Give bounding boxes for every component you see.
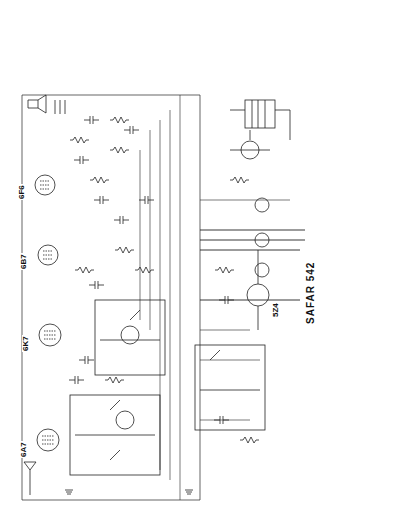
resistor-symbol [75,267,94,273]
resistor-symbol [70,137,89,143]
tube-label: 5Z4 [272,302,280,318]
resistor-symbol [215,267,234,273]
resistor-symbol [110,117,129,123]
resistor-symbol [240,437,259,443]
model-label: SAFAR 542 [306,261,316,325]
resistor-symbol [105,377,124,383]
capacitor-symbol [94,196,109,204]
resistor-symbol [115,247,134,253]
tube-label: 6K7 [22,335,30,352]
capacitor-symbol [79,356,94,364]
capacitor-symbol [139,196,154,204]
capacitor-symbol [219,296,234,304]
tube-label: 6A7 [20,441,28,458]
tube-label: 6F6 [18,184,26,200]
tube-label: 6B7 [20,253,28,270]
capacitor-symbol [69,376,84,384]
resistor-symbol [90,177,109,183]
capacitor-symbol [74,156,89,164]
resistor-symbol [135,267,154,273]
capacitor-symbol [124,126,139,134]
capacitor-symbol [84,116,99,124]
capacitor-symbol [89,281,104,289]
resistor-symbol [230,177,249,183]
capacitor-symbol [114,216,129,224]
capacitor-symbol [214,416,229,424]
resistor-symbol [110,147,129,153]
